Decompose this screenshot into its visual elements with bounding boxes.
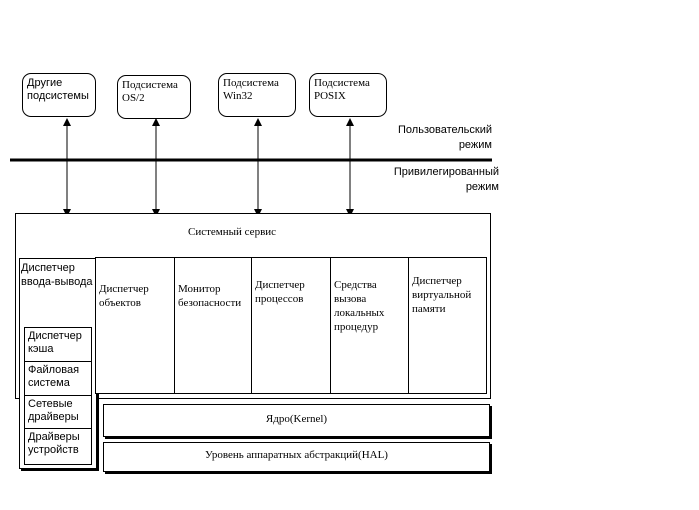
kernel-box bbox=[103, 404, 490, 437]
hal-label: Уровень аппаратных абстракций(HAL) bbox=[205, 449, 388, 461]
privileged-mode-label: Привилегированный режим bbox=[393, 166, 499, 193]
process-manager: Диспетчер процессов bbox=[251, 258, 330, 393]
system-service-label: Системный сервис bbox=[188, 226, 277, 238]
subsystem-win32: Подсистема Win32 bbox=[218, 73, 296, 117]
device-drivers: Драйверы устройств bbox=[24, 429, 92, 465]
virtual-memory-manager: Диспетчер виртуальной памяти bbox=[408, 258, 487, 393]
kernel-label: Ядро(Kernel) bbox=[265, 413, 328, 425]
object-manager: Диспетчер объектов bbox=[95, 258, 174, 393]
components-row: Диспетчер объектов Монитор безопасности … bbox=[95, 257, 487, 394]
user-mode-label: Пользовательский режим bbox=[398, 124, 492, 151]
io-manager-stack: Диспетчер кэша Файловая система Сетевые … bbox=[24, 327, 92, 465]
io-manager-label: Диспетчер ввода-вывода bbox=[21, 262, 93, 288]
hal-box bbox=[103, 442, 490, 472]
cache-manager: Диспетчер кэша bbox=[24, 328, 92, 362]
subsystem-posix: Подсистема POSIX bbox=[309, 73, 387, 117]
file-system: Файловая система bbox=[24, 362, 92, 396]
subsystem-other: Другие подсистемы bbox=[22, 73, 96, 117]
network-drivers: Сетевые драйверы bbox=[24, 396, 92, 429]
io-manager-box bbox=[19, 258, 97, 469]
local-procedure-call: Средства вызова локальных процедур bbox=[330, 258, 408, 393]
security-monitor: Монитор безопасности bbox=[174, 258, 251, 393]
subsystem-os2: Подсистема OS/2 bbox=[117, 75, 191, 119]
